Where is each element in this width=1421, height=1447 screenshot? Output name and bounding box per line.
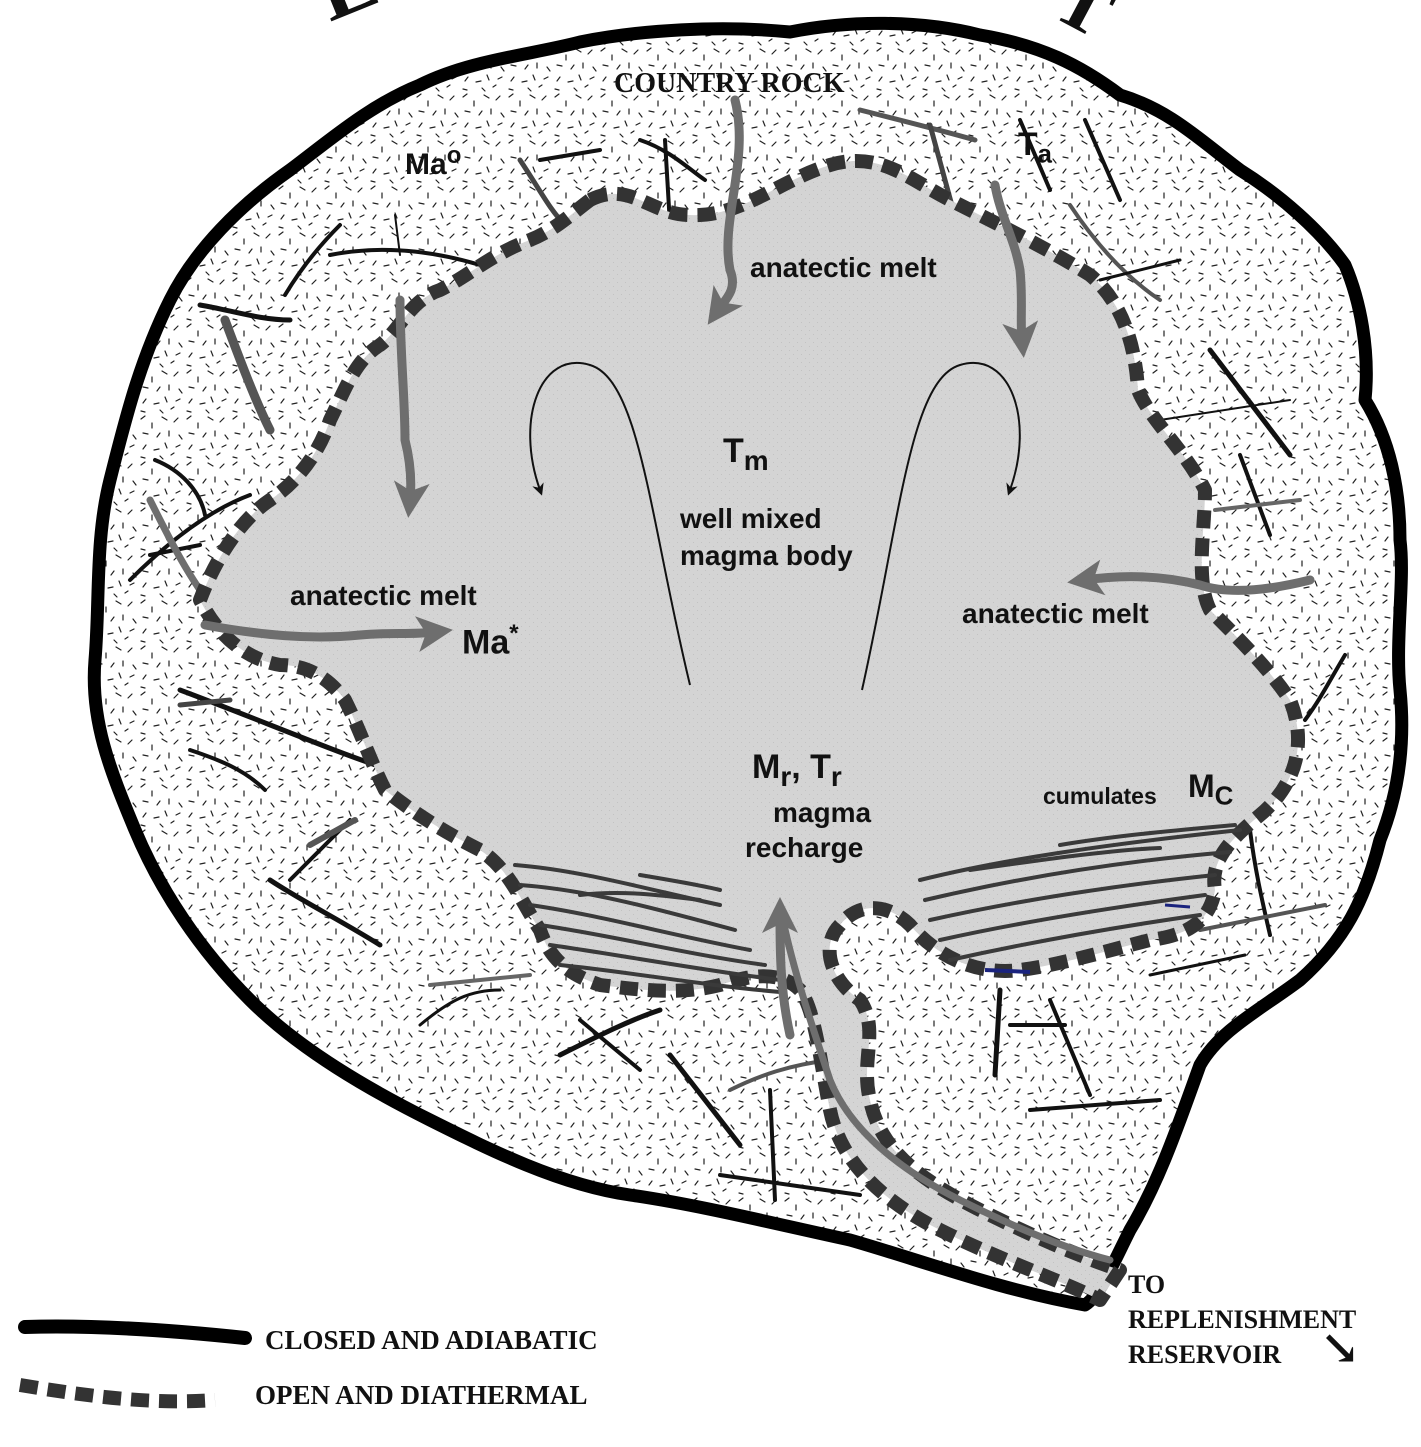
ma-star-label: Ma*	[462, 620, 519, 662]
mr-tr-label: Mr, Tr	[752, 748, 842, 793]
tm-base: T	[723, 432, 744, 470]
anatectic-melt-top-label: anatectic melt	[750, 252, 937, 284]
ta-sub: a	[1038, 138, 1052, 168]
accent-blue-line-2	[1165, 905, 1190, 907]
title-fragment-left: E	[301, 0, 390, 40]
tm-sub: m	[744, 445, 769, 476]
mc-base: M	[1188, 768, 1215, 804]
mr-sub: r	[780, 761, 791, 792]
mc-label: MC	[1188, 768, 1233, 811]
legend-open-diathermal-label: OPEN AND DIATHERMAL	[255, 1380, 588, 1411]
ma-o-base: Ma	[405, 148, 447, 181]
ma-star-sup: *	[509, 620, 518, 647]
to-label-line1: TO	[1128, 1270, 1165, 1300]
well-mixed-label-line2: magma body	[680, 540, 853, 572]
legend-open-diathermal-line	[20, 1385, 215, 1401]
mc-sub: C	[1215, 780, 1234, 810]
anatectic-melt-right-label: anatectic melt	[962, 598, 1149, 630]
ma-o-sup: o	[447, 142, 462, 169]
anatectic-melt-left-label: anatectic melt	[290, 580, 477, 612]
accent-blue-line-1	[985, 970, 1030, 972]
mr-base: M	[752, 748, 780, 786]
ta-label: Ta	[1018, 126, 1052, 169]
recharge-label: recharge	[745, 832, 863, 864]
ma-star-base: Ma	[462, 623, 509, 661]
to-reservoir-arrow-icon: ↘	[1320, 1320, 1360, 1376]
magma-label: magma	[773, 797, 871, 829]
ta-base: T	[1018, 126, 1038, 162]
ma-o-label: Mao	[405, 142, 461, 182]
title-fragment-right: T	[1040, 0, 1128, 56]
tr-base: T	[810, 748, 831, 786]
cumulates-label: cumulates	[1043, 783, 1157, 810]
to-label-line3: RESERVOIR	[1128, 1340, 1281, 1370]
country-rock-label: COUNTRY ROCK	[614, 68, 845, 100]
well-mixed-label-line1: well mixed	[680, 503, 822, 535]
mr-tr-sep: ,	[791, 748, 810, 786]
tr-sub: r	[831, 761, 842, 792]
legend-closed-adiabatic-label: CLOSED AND ADIABATIC	[265, 1325, 598, 1356]
tm-label: Tm	[723, 432, 769, 477]
legend-closed-adiabatic-line	[25, 1327, 245, 1338]
